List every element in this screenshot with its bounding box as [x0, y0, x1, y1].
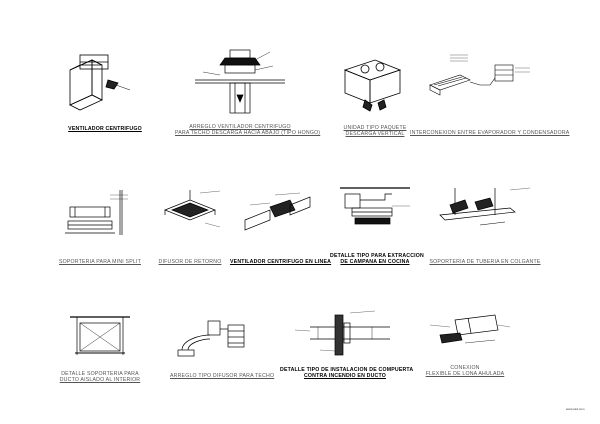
caption-line: VENTILADOR CENTRIFUGO EN LINEA: [230, 259, 332, 265]
caption-line: DUCTO AISLADO AL INTERIOR: [59, 377, 141, 384]
caption-compuerta-contra-incendio: DETALLE TIPO DE INSTALACION DE COMPUERTA…: [280, 367, 414, 380]
caption-line: DESCARGA VERTICAL: [345, 131, 405, 138]
unidad-paquete-drawing: [343, 59, 402, 112]
ventilador-en-linea-drawing: [244, 192, 311, 231]
detail-soporteria-tuberia: SOPORTERIA DE TUBERIA EN COLGANTE: [420, 180, 550, 270]
detail-ventilador-en-linea: VENTILADOR CENTRIFUGO EN LINEA: [230, 185, 332, 270]
soporteria-mini-split-drawing: [65, 190, 128, 235]
arreglo-difusor-techo-drawing: [177, 320, 245, 357]
caption-ventilador-centrifugo: VENTILADOR CENTRIFUGO: [50, 126, 160, 132]
detail-unidad-paquete: UNIDAD TIPO PAQUETE DESCARGA VERTICAL: [330, 45, 420, 145]
caption-arreglo-ventilador-techo: ARREGLO VENTILADOR CENTRIFUGO PARA TECHO…: [175, 124, 321, 137]
detail-soporteria-ducto: DETALLE SOPORTERIA PARA DUCTO AISLADO AL…: [55, 305, 155, 385]
interconexion-evaporador-drawing: [429, 54, 530, 96]
caption-line: DE CAMPANA EN COCINA: [340, 259, 410, 266]
caption-line: DETALLE SOPORTERIA PARA: [61, 371, 139, 377]
caption-line: SOPORTERIA DE TUBERIA EN COLGANTE: [429, 259, 541, 265]
soporteria-tuberia-drawing: [439, 187, 531, 226]
caption-soporteria-mini-split: SOPORTERIA PARA MINI SPLIT: [50, 259, 150, 265]
caption-extraccion-campana: DETALLE TIPO PARA EXTRACCION DE CAMPANA …: [330, 253, 424, 266]
caption-unidad-paquete: UNIDAD TIPO PAQUETE DESCARGA VERTICAL: [330, 125, 420, 138]
caption-line: VENTILADOR CENTRIFUGO: [68, 126, 142, 132]
detail-arreglo-ventilador-techo: ARREGLO VENTILADOR CENTRIFUGO PARA TECHO…: [175, 40, 321, 140]
caption-interconexion-evaporador: INTERCONEXION ENTRE EVAPORADOR Y CONDENS…: [410, 130, 570, 136]
detail-ventilador-centrifugo: VENTILADOR CENTRIFUGO: [50, 40, 160, 140]
conexion-flexible-drawing: [429, 314, 511, 344]
caption-line: UNIDAD TIPO PAQUETE: [343, 125, 407, 131]
caption-arreglo-difusor-techo: ARREGLO TIPO DIFUSOR PARA TECHO: [170, 373, 275, 379]
caption-line: CONTRA INCENDIO EN DUCTO: [303, 373, 387, 380]
compuerta-contra-incendio-drawing: [294, 310, 390, 356]
difusor-retorno-drawing: [164, 190, 221, 228]
detail-arreglo-difusor-techo: ARREGLO TIPO DIFUSOR PARA TECHO: [170, 315, 275, 385]
caption-line: DETALLE TIPO PARA EXTRACCION: [330, 253, 424, 259]
soporteria-ducto-drawing: [70, 316, 130, 355]
detail-compuerta-contra-incendio: DETALLE TIPO DE INSTALACION DE COMPUERTA…: [280, 305, 414, 390]
detail-extraccion-campana: DETALLE TIPO PARA EXTRACCION DE CAMPANA …: [330, 180, 424, 270]
watermark: www.cad.com: [566, 407, 585, 411]
arreglo-ventilador-techo-drawing: [195, 49, 285, 114]
ventilador-centrifugo-drawing: [69, 54, 131, 111]
caption-line: FLEXIBLE DE LONA AHULADA: [425, 371, 505, 378]
detail-interconexion-evaporador: INTERCONEXION ENTRE EVAPORADOR Y CONDENS…: [410, 40, 569, 140]
caption-line: DETALLE TIPO DE INSTALACION DE COMPUERTA: [280, 367, 414, 373]
caption-difusor-retorno: DIFUSOR DE RETORNO: [150, 259, 230, 265]
caption-ventilador-en-linea: VENTILADOR CENTRIFUGO EN LINEA: [230, 259, 332, 265]
caption-line: INTERCONEXION ENTRE EVAPORADOR Y CONDENS…: [410, 130, 570, 136]
caption-soporteria-tuberia: SOPORTERIA DE TUBERIA EN COLGANTE: [420, 259, 550, 265]
caption-line: DIFUSOR DE RETORNO: [158, 259, 222, 265]
detail-difusor-retorno: DIFUSOR DE RETORNO: [150, 185, 230, 270]
caption-line: ARREGLO TIPO DIFUSOR PARA TECHO: [170, 373, 275, 379]
extraccion-campana-drawing: [340, 187, 410, 225]
caption-line: ARREGLO VENTILADOR CENTRIFUGO: [189, 124, 291, 130]
caption-soporteria-ducto: DETALLE SOPORTERIA PARA DUCTO AISLADO AL…: [55, 371, 145, 384]
caption-conexion-flexible: CONEXION FLEXIBLE DE LONA AHULADA: [410, 365, 520, 378]
detail-conexion-flexible: CONEXION FLEXIBLE DE LONA AHULADA: [420, 305, 520, 390]
caption-line: PARA TECHO DESCARGA HACIA ABAJO (TIPO HO…: [175, 130, 321, 137]
detail-soporteria-mini-split: SOPORTERIA PARA MINI SPLIT: [50, 185, 150, 270]
caption-line: CONEXION: [450, 365, 480, 371]
caption-line: SOPORTERIA PARA MINI SPLIT: [59, 259, 141, 265]
